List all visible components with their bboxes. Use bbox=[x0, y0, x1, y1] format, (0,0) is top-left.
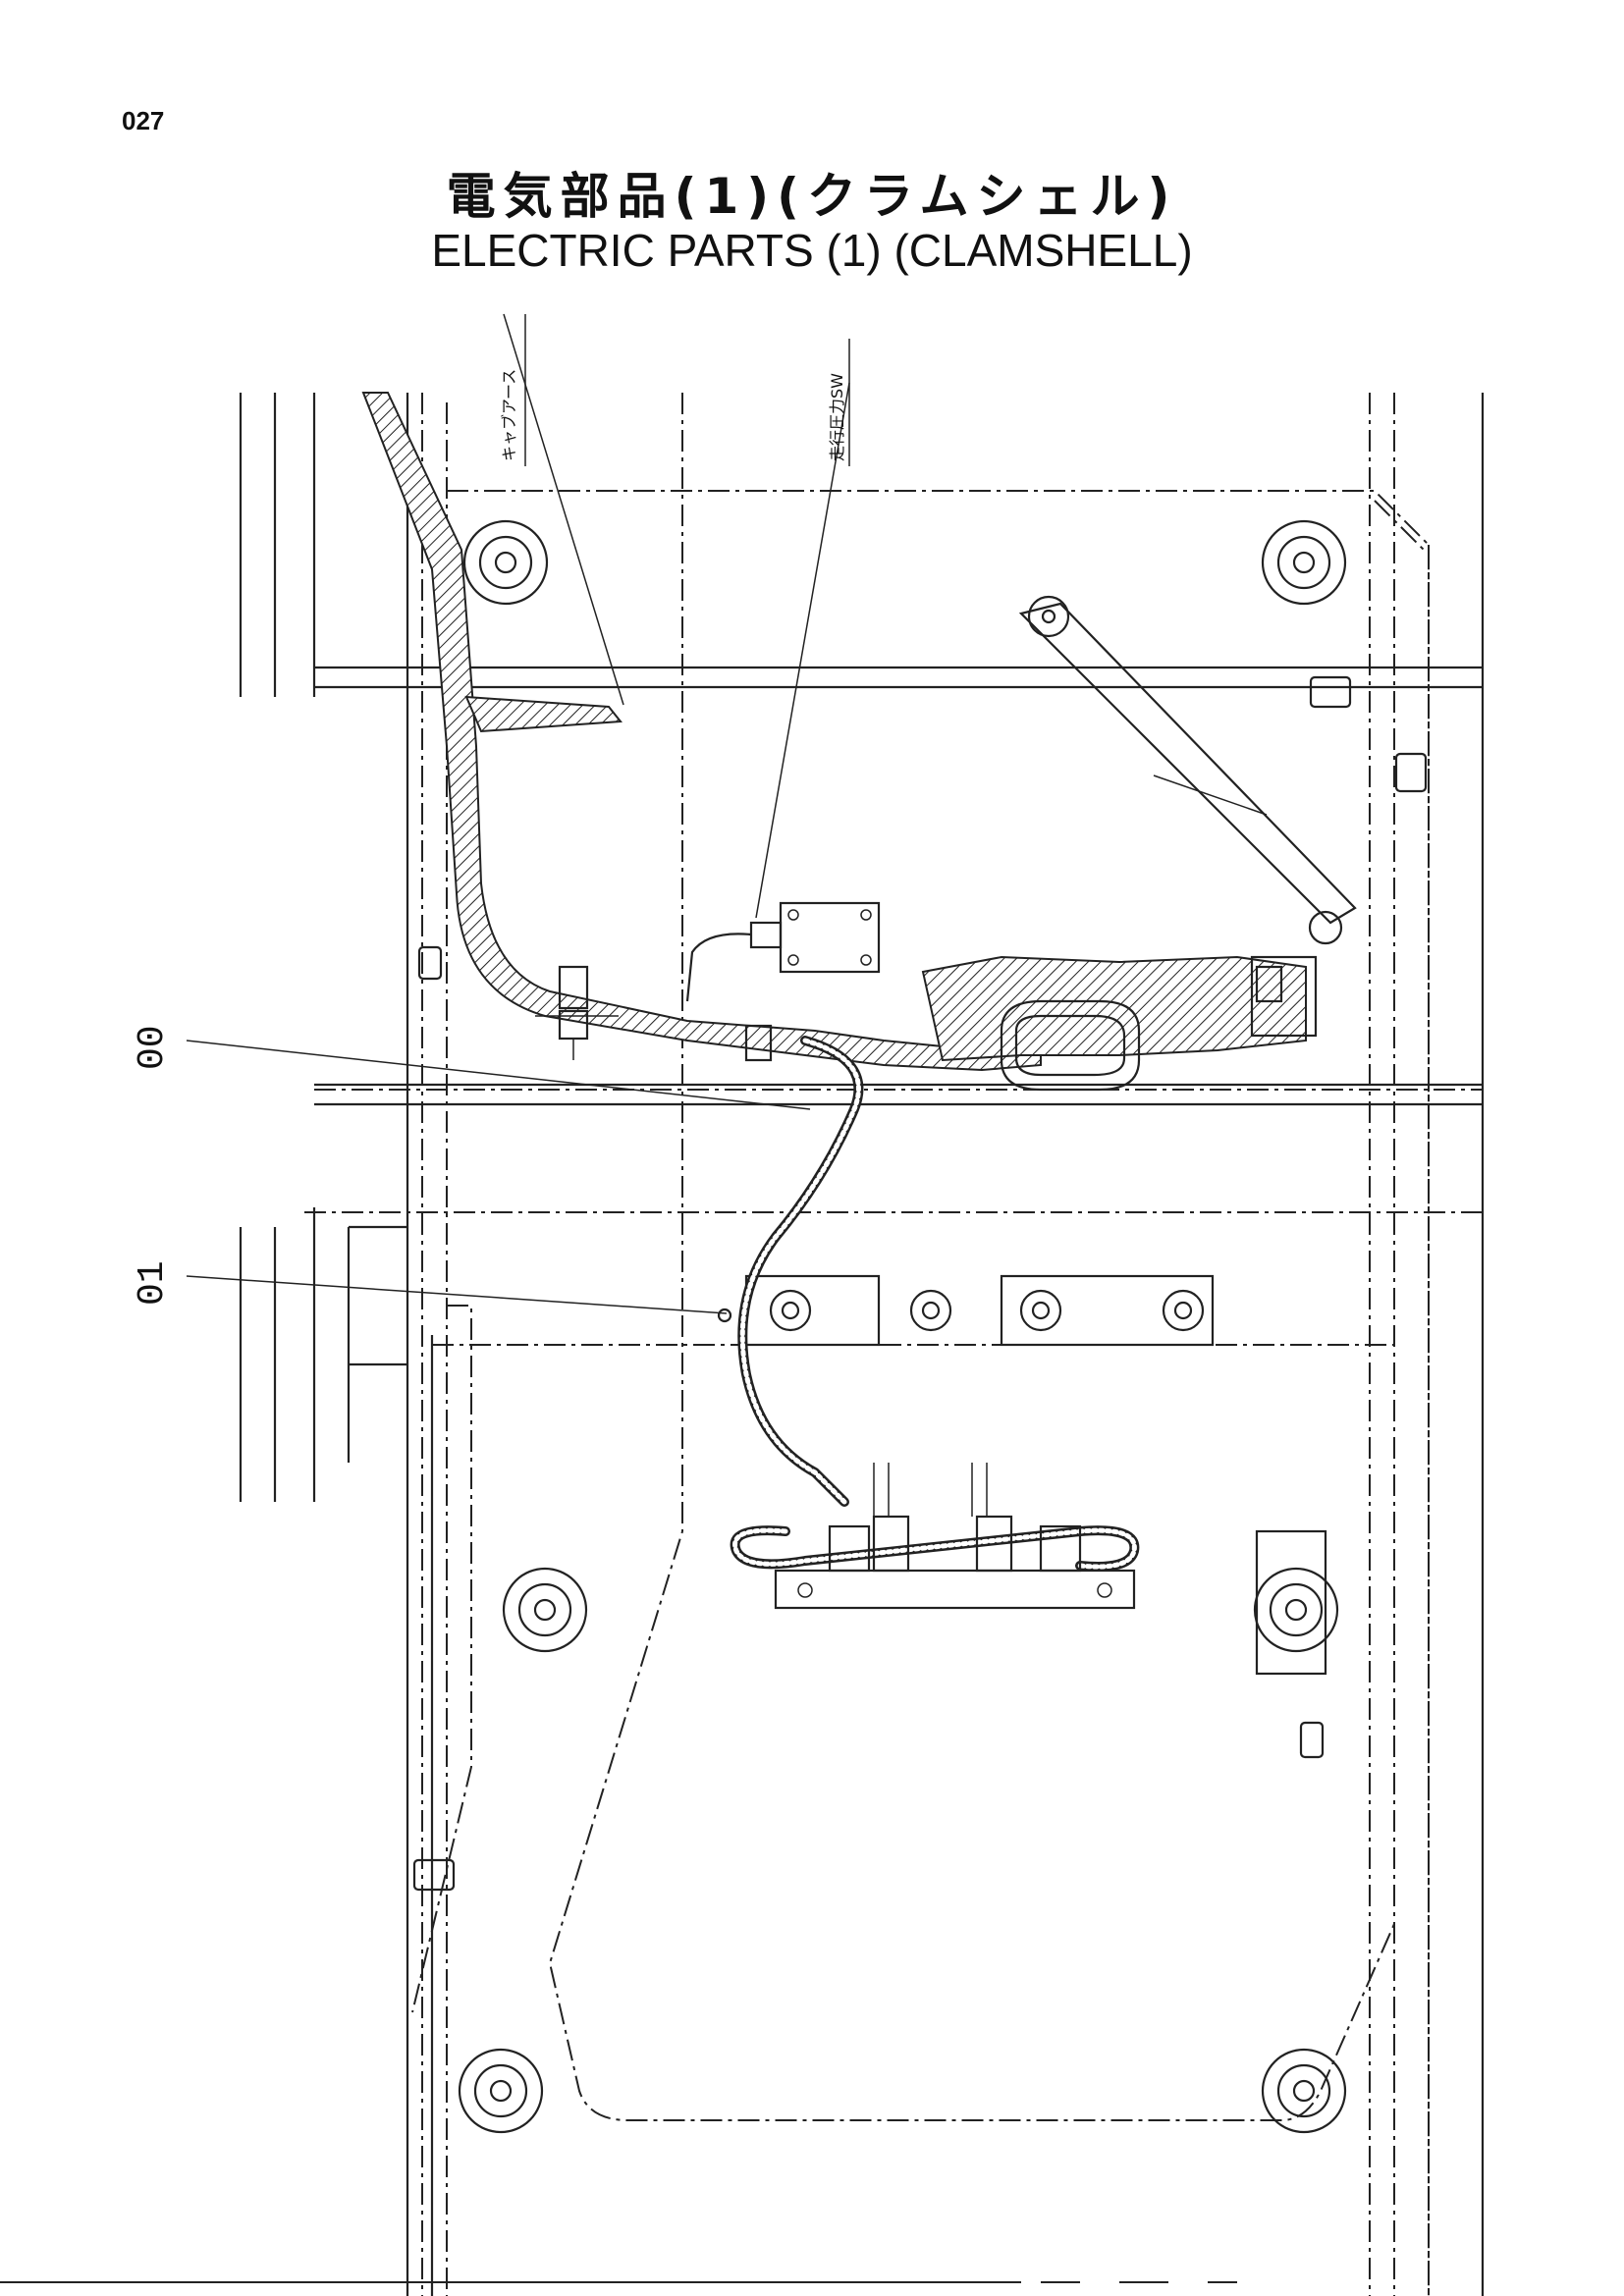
leader-lines bbox=[186, 313, 850, 1314]
corner-bolt-bottom-right bbox=[1261, 2048, 1347, 2134]
main-wire-harness bbox=[361, 392, 1318, 1092]
base-plate-outline bbox=[411, 675, 1428, 2121]
corner-bolt-mid-right bbox=[1253, 1567, 1339, 1653]
mount-bolt-row bbox=[744, 1274, 1215, 1347]
corner-bolt-bottom-left bbox=[458, 2048, 544, 2134]
corner-bolt-mid-left bbox=[502, 1567, 588, 1653]
corner-bolt-top-left bbox=[462, 519, 549, 606]
callout-00: 00 bbox=[132, 1025, 174, 1070]
page-title-japanese: 電気部品(1)(クラムシェル) bbox=[446, 168, 1178, 225]
label-travel-pressure-switch: 走行圧力SW bbox=[828, 373, 846, 461]
label-cab-earth: キャブアース bbox=[500, 369, 518, 461]
frame-outline bbox=[239, 393, 1485, 2296]
earth-cable bbox=[717, 1024, 864, 1507]
lower-hose-assembly bbox=[730, 1463, 1140, 1610]
corner-bolt-top-right bbox=[1261, 519, 1347, 606]
centerlines bbox=[304, 393, 1483, 2296]
page-number: 027 bbox=[122, 106, 165, 135]
travel-pressure-switch bbox=[685, 901, 881, 1002]
page-title-english: ELECTRIC PARTS (1) (CLAMSHELL) bbox=[431, 225, 1193, 276]
lever-arm bbox=[1018, 595, 1357, 945]
callout-01: 01 bbox=[132, 1260, 174, 1306]
